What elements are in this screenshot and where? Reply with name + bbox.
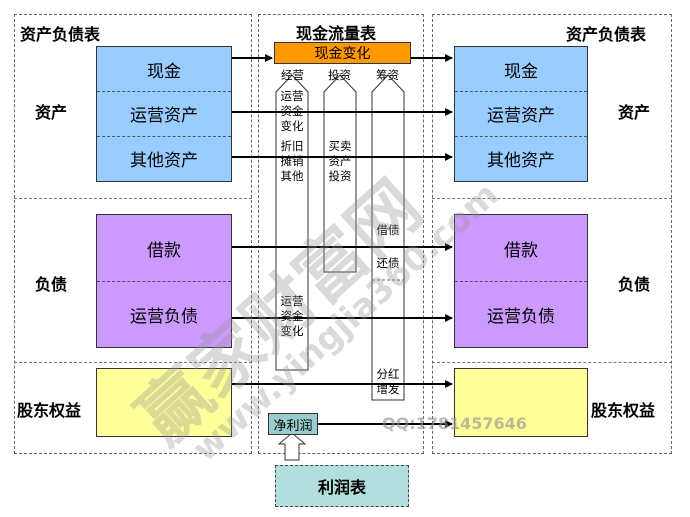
right-liability-operating: 运营负债 [487,306,555,327]
op-mid-line-1: 折旧 [280,139,304,153]
op-top-line-1: 运营 [280,89,304,103]
right-liability-box: 借款 运营负债 [454,214,588,348]
right-asset-label: 资产 [618,103,651,122]
left-liability-label: 负债 [35,275,68,294]
cash-flow-title: 现金流量表 [296,24,377,43]
left-asset-cash: 现金 [147,61,181,82]
right-liability-label: 负债 [618,275,651,294]
left-balance-sheet-panel [14,14,252,454]
right-asset-cash: 现金 [504,61,538,82]
column-head-investing: 投资 [328,68,351,82]
right-asset-other: 其他资产 [487,151,555,171]
income-statement-box: 利润表 [275,465,409,507]
right-panel-title: 资产负债表 [566,25,647,44]
op-bot-line-3: 变化 [280,324,304,338]
separator-liabilities-equity-right [432,362,672,363]
income-to-net-income-arrow [277,432,307,461]
operating-working-capital-top: 运营 资金 变化 [276,89,308,134]
separator-liabilities-equity-left [14,362,252,363]
left-liability-loan: 借款 [147,240,181,261]
right-asset-divider-2 [455,136,587,137]
right-asset-operating: 运营资产 [487,106,555,126]
left-liability-box: 借款 运营负债 [96,214,232,348]
left-asset-other: 其他资产 [130,151,198,171]
financing-borrow: 借债 [376,223,400,237]
net-income-box: 净利润 [268,413,318,435]
fin-div-line-2: 增发 [376,382,400,396]
op-bot-line-2: 资金 [280,309,304,323]
left-liability-divider [97,281,231,282]
left-asset-divider-2 [97,136,231,137]
operating-working-capital-bottom: 运营 资金 变化 [276,294,308,339]
separator-assets-liabilities-right [432,198,672,199]
financing-repay: 还债 [376,256,400,270]
op-bot-line-1: 运营 [280,294,304,308]
left-asset-label: 资产 [35,103,68,122]
right-asset-divider-1 [455,91,587,92]
separator-assets-liabilities-left [14,198,252,199]
fin-div-line-1: 分红 [376,367,400,381]
financing-dividend-issue: 分红 增发 [372,367,404,397]
left-asset-operating: 运营资产 [130,106,198,126]
column-head-operating: 经营 [281,68,304,82]
inv-line-1: 买卖 [328,139,352,153]
left-panel-title: 资产负债表 [20,25,101,44]
operating-column-arrow [275,74,309,371]
left-asset-box: 现金 运营资产 其他资产 [96,46,232,182]
right-equity-label: 股东权益 [591,401,656,420]
op-mid-line-3: 其他 [280,169,304,183]
right-asset-box: 现金 运营资产 其他资产 [454,46,588,182]
right-equity-box [454,368,588,437]
right-liability-loan: 借款 [504,240,538,261]
inv-line-3: 投资 [328,169,352,183]
cash-change-box: 现金变化 [274,42,411,64]
left-equity-box [96,368,232,437]
cash-flow-panel [258,14,424,454]
right-liability-divider [455,281,587,282]
left-asset-divider-1 [97,91,231,92]
column-head-financing: 筹资 [376,68,399,82]
op-top-line-3: 变化 [280,119,304,133]
left-liability-operating: 运营负债 [130,306,198,327]
investing-column-arrow [323,74,357,273]
left-equity-label: 股东权益 [17,401,82,420]
right-balance-sheet-panel [432,14,672,454]
